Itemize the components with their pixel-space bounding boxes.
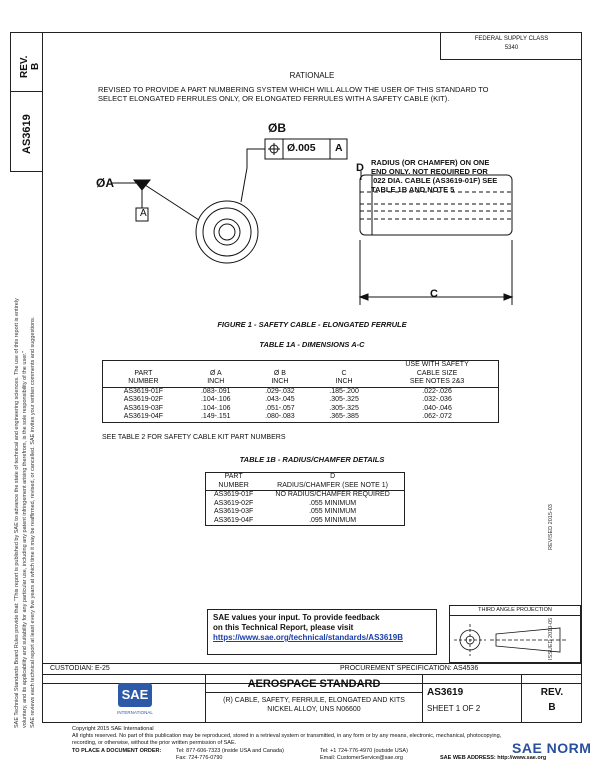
table-row: AS3619-04F.149-.151.080-.083.365-.385.06…	[123, 413, 452, 420]
feedback-box: SAE values your input. To provide feedba…	[207, 609, 437, 655]
title-rev-label: REV.	[540, 687, 564, 698]
table-row: AS3619-01F.083-.091.029-.032.185-.200.02…	[123, 387, 452, 395]
tb-divider-3	[521, 674, 522, 722]
web-address: SAE WEB ADDRESS: http://www.sae.org	[440, 755, 547, 761]
procurement-spec: PROCUREMENT SPECIFICATION: AS4536	[340, 665, 479, 672]
label-c: C	[430, 288, 438, 300]
sheet-number: SHEET 1 OF 2	[427, 704, 481, 713]
label-d: D	[356, 162, 364, 174]
supply-class-box: FEDERAL SUPPLY CLASS 5340	[440, 32, 582, 60]
title-doc-number: AS3619	[427, 687, 464, 698]
projection-box: THIRD ANGLE PROJECTION	[449, 605, 581, 663]
tel-intl: Tel: +1 724-776-4970 (outside USA)	[320, 748, 408, 754]
email: Email: CustomerService@sae.org	[320, 755, 403, 761]
title-block-top-rule	[42, 663, 582, 664]
table1a-footnote: SEE TABLE 2 FOR SAFETY CABLE KIT PART NU…	[102, 434, 286, 441]
sae-logo: SAE	[118, 683, 152, 707]
notice-line-2: voluntary, and its applicability and sui…	[22, 350, 28, 728]
tb-divider-2	[422, 674, 423, 722]
projection-title: THIRD ANGLE PROJECTION	[450, 606, 580, 616]
feedback-line-2: on this Technical Report, please visit	[213, 623, 354, 632]
table1a-title: TABLE 1A - DIMENSIONS A-C	[259, 340, 365, 349]
feedback-line-1: SAE values your input. To provide feedba…	[213, 613, 380, 622]
table-row: AS3619-03F.104-.106.051-.057.305-.325.04…	[123, 404, 452, 412]
radius-note-4: TABLE 1B AND NOTE 5	[371, 185, 455, 194]
supply-class-number: 5340	[504, 45, 519, 51]
title-rev-letter: B	[548, 702, 556, 713]
table-row: AS3619-03F.055 MINIMUM	[213, 508, 357, 515]
rationale-line-2: SELECT ELONGATED FERRULES ONLY, OR ELONG…	[98, 94, 450, 103]
standard-type: AEROSPACE STANDARD	[206, 678, 422, 693]
tb-divider-1	[205, 674, 206, 722]
doc-number-cell: AS3619	[10, 92, 42, 172]
description-line-1: (R) CABLE, SAFETY, FERRULE, ELONGATED AN…	[223, 697, 405, 704]
figure-caption: FIGURE 1 - SAFETY CABLE - ELONGATED FERR…	[217, 320, 407, 329]
sae-logo-sub: INTERNATIONAL	[117, 710, 153, 715]
phi-a-label: ØA	[96, 176, 114, 190]
rev-cell: REV. B	[10, 32, 42, 92]
drawing-sheet	[42, 32, 582, 684]
radius-note-2: END ONLY. NOT REQUIRED FOR	[371, 167, 488, 176]
rationale-text: REVISED TO PROVIDE A PART NUMBERING SYST…	[98, 85, 489, 103]
ferrule-outer-circle	[195, 200, 259, 264]
copyright-line: Copyright 2015 SAE International	[72, 726, 154, 732]
ferrule-side-view	[359, 174, 513, 236]
rev-letter: B	[30, 62, 41, 70]
radius-note-3: .022 DIA. CABLE (AS3619-01F) SEE	[371, 176, 498, 185]
rationale-line-1: REVISED TO PROVIDE A PART NUMBERING SYST…	[98, 85, 489, 94]
description-line-2: NICKEL ALLOY, UNS N06600	[267, 706, 361, 713]
rev-label: REV.	[19, 55, 30, 78]
tolerance-value: Ø.005	[287, 142, 316, 154]
custodian: CUSTODIAN: E-25	[50, 665, 110, 672]
table-row: AS3619-02F.104-.106.043-.045.305-.325.03…	[123, 396, 452, 403]
watermark-logo: SAE NORM	[512, 740, 592, 756]
notice-line-3: SAE reviews each technical report at lea…	[30, 316, 36, 728]
tb-right-edge	[581, 674, 582, 722]
feedback-link[interactable]: https://www.sae.org/technical/standards/…	[213, 633, 403, 642]
doc-description: (R) CABLE, SAFETY, FERRULE, ELONGATED AN…	[206, 696, 422, 714]
radius-note-1: RADIUS (OR CHAMFER) ON ONE	[371, 158, 490, 167]
datum-a-label: A	[140, 208, 147, 219]
tb-left-edge	[42, 674, 43, 722]
fax: Fax: 724-776-0790	[176, 755, 223, 761]
supply-class-label: FEDERAL SUPPLY CLASS	[474, 36, 549, 42]
rationale-title: RATIONALE	[289, 71, 335, 80]
tel-usa: Tel: 877-606-7323 (inside USA and Canada…	[176, 748, 284, 754]
phi-b-label: ØB	[268, 121, 286, 135]
title-block-bottom-rule	[42, 722, 582, 723]
third-angle-symbol	[454, 624, 566, 656]
table-row: AS3619-02F.055 MINIMUM	[213, 499, 357, 507]
rights-line-1: All rights reserved. No part of this pub…	[72, 733, 502, 739]
rights-line-2: recording, or otherwise, without the pri…	[72, 740, 237, 746]
tolerance-datum: A	[335, 142, 343, 154]
radius-note: RADIUS (OR CHAMFER) ON ONE END ONLY. NOT…	[371, 158, 497, 194]
doc-number-vertical: AS3619	[21, 114, 33, 154]
table1b-title: TABLE 1B - RADIUS/CHAMFER DETAILS	[239, 455, 385, 464]
notice-line-1: SAE Technical Standards Board Rules prov…	[14, 298, 20, 728]
footer-copyright: Copyright 2015 SAE International All rig…	[72, 726, 542, 747]
figure-drawing	[112, 138, 514, 305]
table-row: AS3619-04F.095 MINIMUM	[213, 516, 357, 524]
title-block-rule	[42, 674, 582, 675]
order-label: TO PLACE A DOCUMENT ORDER:	[72, 748, 162, 754]
